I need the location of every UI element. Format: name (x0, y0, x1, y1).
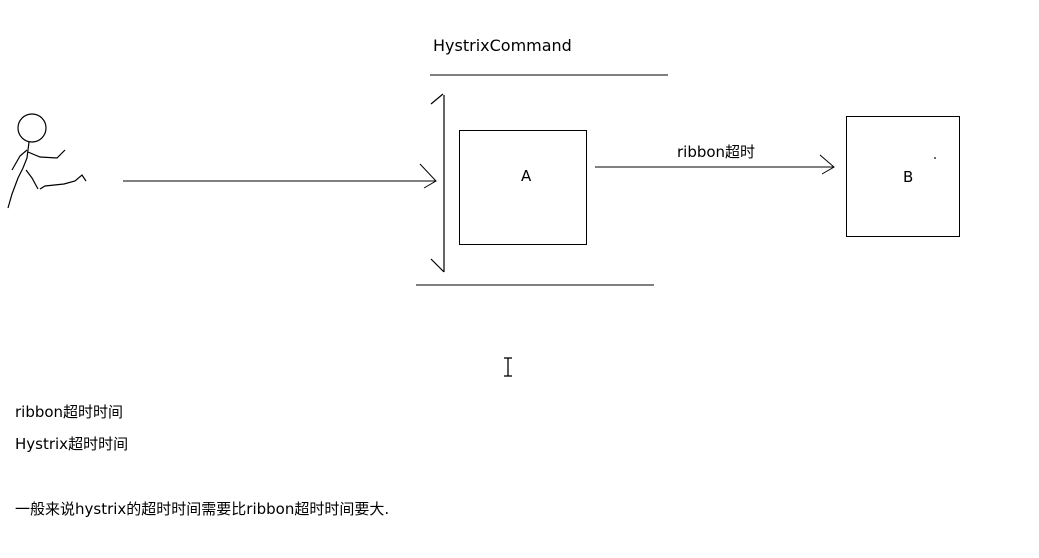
hystrix-command-label: HystrixCommand (433, 36, 572, 55)
timeout-comparison-note: 一般来说hystrix的超时时间需要比ribbon超时时间要大. (15, 500, 390, 518)
wall-top-hook (430, 93, 444, 105)
request-arrow-head (419, 163, 437, 189)
service-b-box (846, 116, 960, 237)
ribbon-timeout-label: ribbon超时 (677, 143, 755, 161)
ribbon-timeout-note: ribbon超时时间 (15, 403, 124, 421)
service-a-label: A (521, 167, 532, 185)
ribbon-arrow-head (819, 154, 835, 175)
stick-figure-icon (7, 113, 87, 209)
box-b-dot (934, 157, 936, 159)
hystrix-timeout-note: Hystrix超时时间 (15, 435, 129, 453)
wall-bottom-hook (430, 258, 445, 273)
service-a-box (459, 130, 587, 245)
text-cursor-icon (504, 357, 512, 377)
service-b-label: B (903, 168, 913, 186)
